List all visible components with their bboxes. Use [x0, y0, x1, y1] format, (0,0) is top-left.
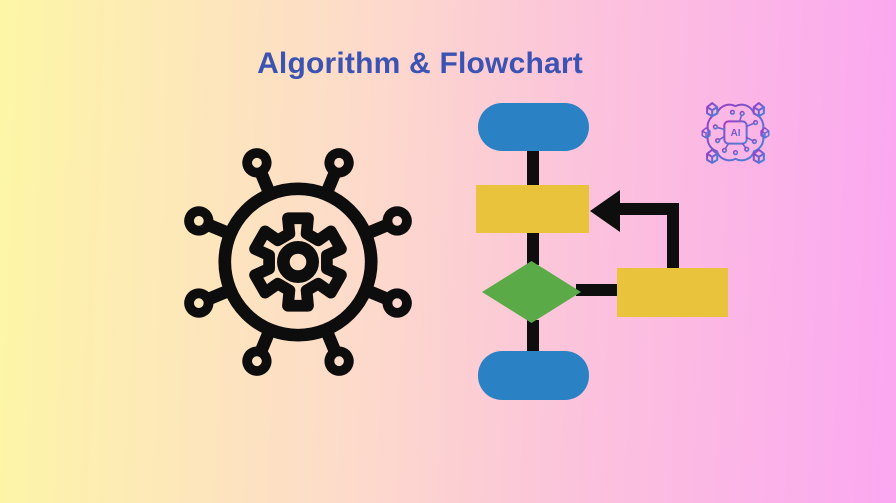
node-end-terminator — [478, 351, 589, 400]
arrowhead-left-icon — [590, 190, 620, 232]
outer-circle — [218, 182, 378, 342]
node-process-2 — [617, 268, 728, 317]
ai-chip-svg: AI — [701, 102, 770, 164]
node-start-terminator — [478, 103, 589, 151]
circuit-traces — [712, 109, 759, 156]
gear-network-icon — [176, 140, 420, 384]
node-process-1 — [476, 185, 589, 233]
page-title: Algorithm & Flowchart — [257, 47, 583, 80]
spokes — [184, 148, 412, 376]
connector-start-process1 — [527, 148, 539, 188]
ai-chip-icon: AI — [699, 96, 772, 169]
gear-network-svg — [184, 148, 412, 376]
gear-icon — [249, 212, 347, 312]
connector-decision-end — [527, 320, 539, 354]
connector-decision-process2 — [576, 284, 621, 296]
node-decision — [482, 261, 581, 323]
connector-process1-decision — [527, 231, 539, 265]
connector-process2-up — [667, 207, 679, 270]
ai-label: AI — [730, 128, 740, 139]
connector-loop-back — [618, 203, 679, 215]
